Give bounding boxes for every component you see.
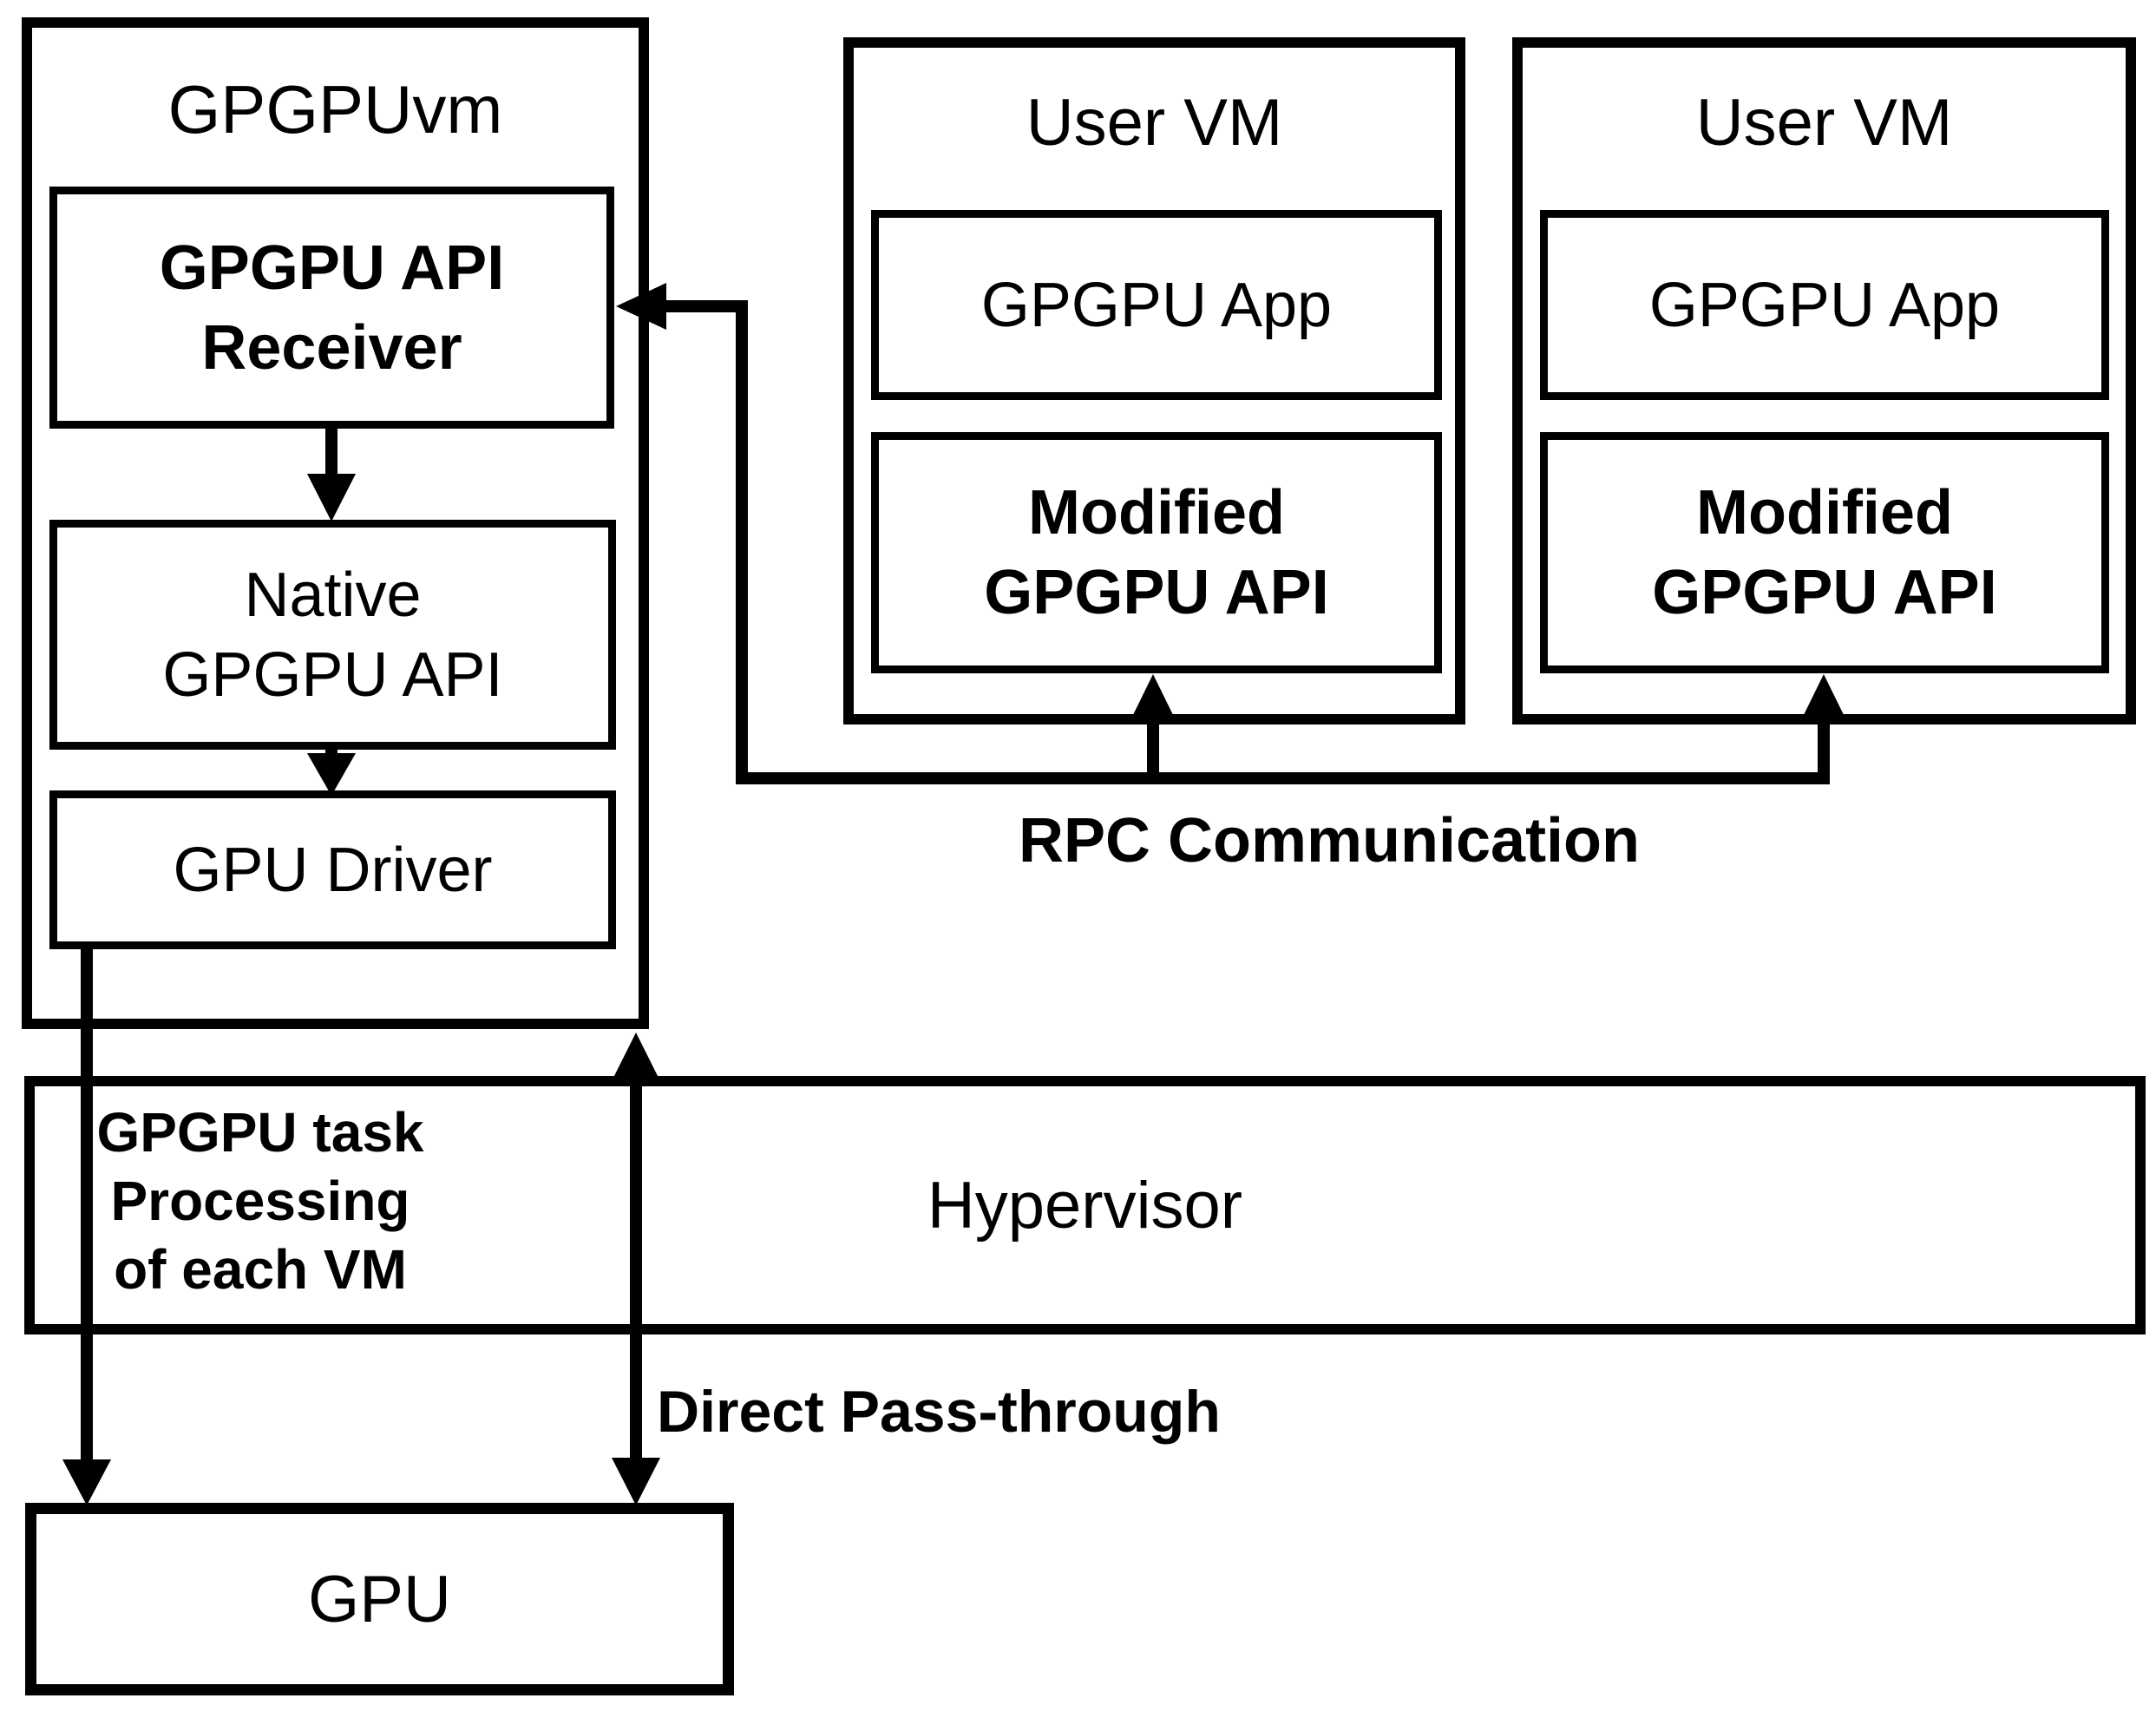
arrow-rpc-to-receiver-shaft	[661, 300, 748, 777]
gpu-box: GPU	[25, 1503, 734, 1695]
gpgpu-task-processing-label: GPGPU task Processing of each VM	[82, 1098, 438, 1304]
native-gpgpu-api-box: Native GPGPU API	[49, 520, 616, 750]
user-vm-2-title: User VM	[1695, 86, 1953, 160]
direct-pass-through-label: Direct Pass-through	[657, 1379, 1221, 1445]
modified-gpgpu-api-1-box: Modified GPGPU API	[871, 432, 1442, 673]
modified-gpgpu-api-1-label-line1: Modified	[1028, 478, 1285, 548]
arrow-direct-passthrough-head-down	[612, 1458, 660, 1505]
gpgpu-app-2-box: GPGPU App	[1540, 210, 2109, 400]
gpgpu-task-processing-line2: Processing	[110, 1170, 410, 1232]
user-vm-1-title: User VM	[1026, 86, 1283, 160]
gpgpu-app-1-label: GPGPU App	[980, 270, 1333, 340]
gpgpu-app-1-box: GPGPU App	[871, 210, 1442, 400]
gpu-driver-box: GPU Driver	[49, 790, 616, 949]
gpgpu-task-processing-line1: GPGPU task	[96, 1101, 424, 1164]
gpgpu-api-receiver-box: GPGPU API Receiver	[49, 187, 614, 429]
gpu-label: GPU	[308, 1562, 451, 1636]
gpgpu-api-receiver-label-line2: Receiver	[201, 312, 462, 383]
modified-gpgpu-api-2-box: Modified GPGPU API	[1540, 432, 2109, 673]
gpgpuvm-title: GPGPUvm	[167, 71, 503, 148]
arrow-direct-passthrough-head-up	[612, 1033, 660, 1081]
arrow-driver-to-gpu-head	[62, 1459, 111, 1505]
modified-gpgpu-api-2-label-line2: GPGPU API	[1652, 558, 1997, 627]
native-gpgpu-api-label-line2: GPGPU API	[162, 639, 503, 710]
gpgpu-api-receiver-label-line1: GPGPU API	[159, 233, 505, 303]
hypervisor-box: Hypervisor	[24, 1076, 2146, 1334]
rpc-communication-label: RPC Communication	[1018, 806, 1641, 875]
native-gpgpu-api-label-line1: Native	[244, 560, 422, 630]
hypervisor-label: Hypervisor	[927, 1168, 1243, 1243]
gpgpu-task-processing-line3: of each VM	[114, 1238, 407, 1301]
gpgpu-app-2-label: GPGPU App	[1648, 270, 2001, 340]
modified-gpgpu-api-2-label-line1: Modified	[1696, 478, 1953, 548]
modified-gpgpu-api-1-label-line2: GPGPU API	[984, 558, 1329, 627]
gpu-driver-label: GPU Driver	[173, 835, 493, 905]
